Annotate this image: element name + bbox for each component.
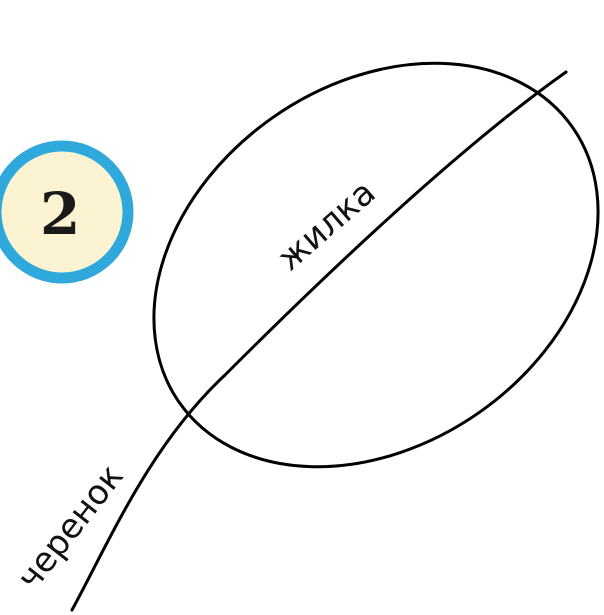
- leaf-blade: [152, 61, 600, 469]
- badge-circle: [0, 140, 134, 284]
- vein-label: жилка: [270, 173, 384, 279]
- leaf-vein-line: [70, 70, 568, 612]
- stem-label: черенок: [10, 457, 132, 598]
- badge-number: 2: [40, 180, 80, 248]
- number-badge: 2: [0, 140, 134, 284]
